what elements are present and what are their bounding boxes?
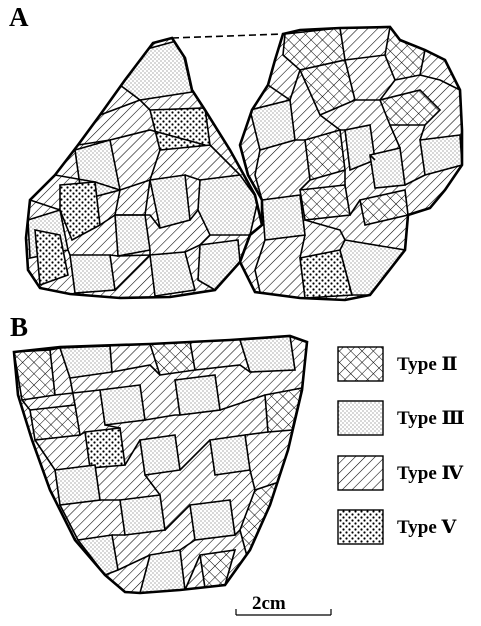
legend-swatch-type-2 bbox=[338, 347, 383, 381]
legend-label-type-5: Type Ⅴ bbox=[397, 516, 456, 539]
legend-swatch-type-4 bbox=[338, 456, 383, 490]
fragment-b bbox=[14, 336, 307, 593]
legend-label-type-2: Type Ⅱ bbox=[397, 353, 458, 376]
legend-label-type-4: Type Ⅳ bbox=[397, 462, 463, 485]
legend-swatch-type-3 bbox=[338, 401, 383, 435]
scale-bar-label: 2cm bbox=[252, 593, 286, 615]
fragment-a-right bbox=[240, 27, 462, 300]
legend bbox=[338, 347, 383, 544]
fragment-a-left bbox=[26, 38, 262, 298]
legend-swatch-type-5 bbox=[338, 510, 383, 544]
fragment-join-line bbox=[172, 34, 283, 38]
legend-label-type-3: Type Ⅲ bbox=[397, 407, 465, 430]
